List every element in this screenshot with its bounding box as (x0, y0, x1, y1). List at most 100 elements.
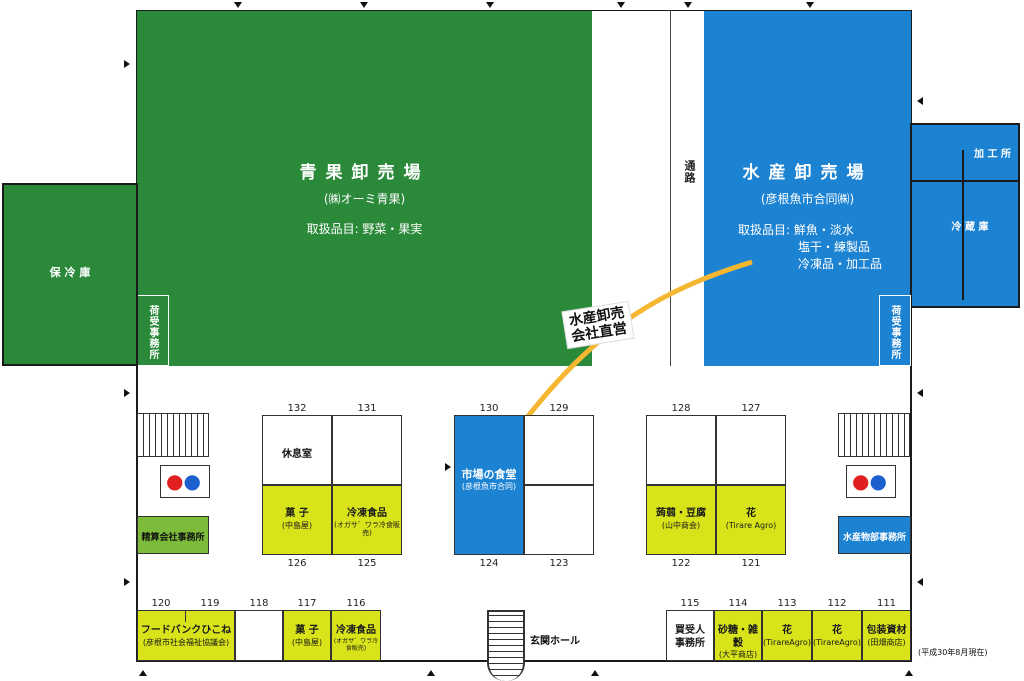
entrance-arrow-top-2 (360, 2, 368, 8)
restroom-left[interactable] (160, 465, 210, 498)
stall-131[interactable] (332, 415, 402, 485)
stall-116-number: 116 (346, 598, 366, 609)
entrance-arrow-left-2 (124, 389, 130, 397)
annex-divider (910, 180, 1020, 182)
stall-125-number: 125 (357, 558, 377, 569)
stall-131-number: 131 (357, 403, 377, 414)
stairs-left (137, 413, 209, 457)
restroom-right[interactable] (846, 465, 896, 498)
stall-113-name: 花 (782, 625, 792, 636)
stall-116[interactable]: 冷凍食品 (オガサ゛ワラ冷食販売) (331, 610, 381, 661)
entrance-arrow-right-3 (917, 578, 923, 586)
stall-111-number: 111 (876, 598, 897, 609)
stall-112-sub: (TirareAgro) (813, 637, 861, 647)
stall-126-number: 126 (287, 558, 307, 569)
stall-132-number: 132 (287, 403, 307, 414)
stall-112[interactable]: 花 (TirareAgro) (812, 610, 862, 661)
stall-117-sub: (中島屋) (291, 637, 323, 647)
suisan-company: (彦根魚市合同㈱) (760, 192, 855, 206)
suisanbu-office-label: 水産物部事務所 (842, 533, 906, 543)
stall-114[interactable]: 砂糖・雑穀 (大平商店) (714, 610, 762, 661)
entrance-arrow-top-5 (684, 2, 692, 8)
corridor-label: 通路 (683, 160, 696, 184)
suisan-items-1: 取扱品目: 鮮魚・淡水 (738, 223, 854, 237)
nibu-office-right-label: 荷受事務所 (889, 305, 900, 360)
stall-116-sub: (オガサ゛ワラ冷食販売) (333, 637, 379, 653)
stall-121[interactable]: 花 (Tirare Agro) (716, 485, 786, 555)
stall-111[interactable]: 包装資材 (田畑商店) (862, 610, 911, 661)
stall-114-name: 砂糖・雑穀 (718, 625, 758, 649)
stall-119-number: 119 (200, 598, 220, 609)
date-note: (平成30年8月現在) (918, 648, 988, 657)
suisan-items-3: 冷凍品・加工品 (798, 257, 883, 271)
stall-122-name: 蒟蒻・豆腐 (656, 508, 706, 519)
stall-120-number: 120 (151, 598, 171, 609)
stall-122-number: 122 (671, 558, 691, 569)
seika-title: 青果卸売場 (299, 163, 430, 183)
reizoko-label: 冷 蔵 庫 (951, 222, 989, 233)
stall-111-sub: (田畑商店) (867, 637, 906, 647)
stall-112-number: 112 (827, 598, 847, 609)
stall-125[interactable]: 冷凍食品 (オガサ゛ワラ冷食販売) (332, 485, 402, 555)
stall-121-number: 121 (741, 558, 761, 569)
kakojo-label: 加 工 所 (974, 149, 1011, 160)
entrance-arrow-right-1 (917, 97, 923, 105)
stall-118-number: 118 (249, 598, 269, 609)
shokudo-sub: (彦根魚市合同) (461, 481, 517, 491)
stall-112-name: 花 (832, 625, 842, 636)
shokudo-cafeteria[interactable]: 市場の食堂 (彦根魚市合同) (454, 415, 524, 555)
entrance-arrow-right-2 (917, 389, 923, 397)
suisanbu-office[interactable] (838, 516, 911, 554)
stall-122[interactable]: 蒟蒻・豆腐 (山中商会) (646, 485, 716, 555)
entrance-arrow-left-3 (124, 578, 130, 586)
stall-123[interactable] (524, 485, 594, 555)
stall-118[interactable] (235, 610, 283, 661)
buyers-office-line1: 買受人 (675, 625, 705, 636)
stall-129[interactable] (524, 415, 594, 485)
entrance-arrow-top-6 (806, 2, 814, 8)
entrance-arrow-bottom-1 (139, 670, 147, 676)
entrance-arrow-top-3 (486, 2, 494, 8)
stairs-right (838, 413, 910, 457)
nibu-office-left-label: 荷受事務所 (147, 305, 158, 360)
stall-124-number: 124 (479, 558, 499, 569)
corridor-divider (670, 11, 671, 366)
stall-117[interactable]: 菓 子 (中島屋) (283, 610, 331, 661)
entrance-arrow-top-4 (617, 2, 625, 8)
seika-market-area[interactable] (137, 11, 592, 366)
stall-121-name: 花 (746, 508, 756, 519)
suisan-market-area[interactable] (704, 11, 911, 366)
stall-111-name: 包装資材 (866, 625, 907, 636)
stall-126-sub: (中島屋) (281, 520, 313, 530)
stall-129-number: 129 (549, 403, 569, 414)
stall-115-number: 115 (680, 598, 700, 609)
entrance-arrow-bottom-2 (427, 670, 435, 676)
seisan-office[interactable] (137, 516, 209, 554)
stall-114-sub: (大平商店) (718, 650, 758, 659)
restroom-right-icon: ●● (852, 469, 887, 493)
stall-116-name: 冷凍食品 (336, 625, 376, 636)
stall-126[interactable]: 菓 子 (中島屋) (262, 485, 332, 555)
stall-123-number: 123 (549, 558, 569, 569)
nibu-office-right[interactable] (879, 295, 911, 366)
entrance-hall-label: 玄関ホール (530, 636, 580, 647)
cold-storage-label: 保 冷 庫 (49, 266, 91, 279)
cold-storage-room[interactable] (2, 183, 138, 366)
rest-room-label: 休息室 (282, 449, 312, 460)
stall-128[interactable] (646, 415, 716, 485)
rest-room-132[interactable] (262, 415, 332, 485)
stall-120-119[interactable]: フードバンクひこね (彦根市社会福祉協議会) (137, 610, 235, 661)
suisan-items-2: 塩干・練製品 (798, 240, 871, 254)
suisan-title: 水産卸売場 (742, 163, 873, 183)
seika-items: 取扱品目: 野菜・果実 (306, 222, 423, 236)
stall-113[interactable]: 花 (TirareAgro) (762, 610, 812, 661)
seika-company: (㈱オーミ青果) (323, 192, 406, 206)
stall-127[interactable] (716, 415, 786, 485)
stall-130-number: 130 (479, 403, 499, 414)
buyers-office[interactable]: 買受人 事務所 (666, 610, 714, 661)
shokudo-name: 市場の食堂 (461, 468, 517, 481)
entrance-stairs (487, 610, 525, 681)
shokudo-entrance-arrow (445, 463, 451, 471)
stall-128-number: 128 (671, 403, 691, 414)
stall-114-number: 114 (728, 598, 748, 609)
